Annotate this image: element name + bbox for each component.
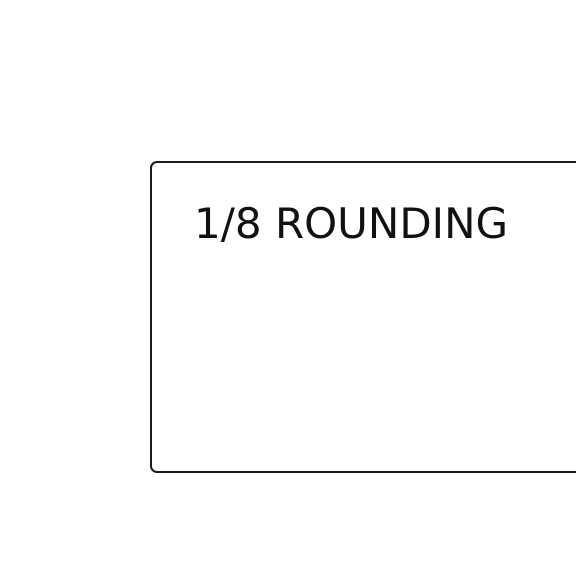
rounded-rectangle xyxy=(150,161,576,473)
rounding-label: 1/8 ROUNDING xyxy=(194,199,509,248)
